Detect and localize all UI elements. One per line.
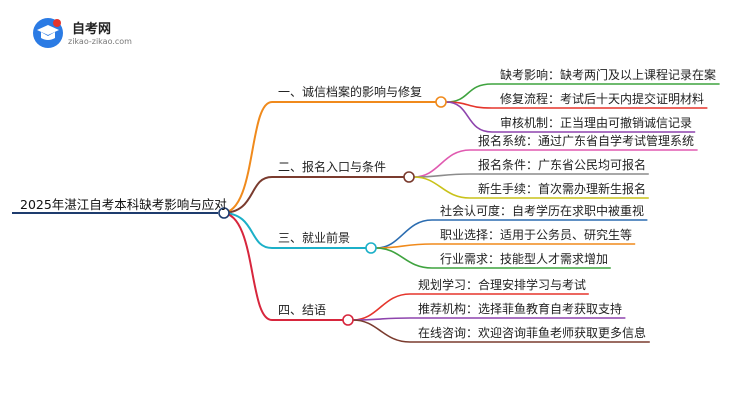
branch-connector-4 bbox=[221, 212, 273, 321]
graduation-cap-icon bbox=[33, 18, 63, 48]
branch-connector-3 bbox=[221, 212, 273, 249]
branch-connector-2 bbox=[221, 176, 273, 214]
leaf-connector-2-3 bbox=[413, 176, 471, 199]
logo-url: zikao-zikao.com bbox=[68, 37, 132, 46]
branch-toggle-2[interactable] bbox=[403, 171, 415, 183]
branch-label-2: 二、报名入口与条件 bbox=[278, 160, 387, 174]
leaf-connector-3-3 bbox=[375, 247, 433, 269]
leaf-node-4-1: 规划学习：合理安排学习与考试 bbox=[418, 278, 587, 292]
branch-toggle-4[interactable] bbox=[342, 314, 354, 326]
root-node: 2025年湛江自考本科缺考影响与应对 bbox=[20, 197, 227, 212]
leaf-connector-1-3 bbox=[445, 101, 493, 133]
logo-title: 自考网 bbox=[72, 22, 112, 37]
branch-label-1: 一、诚信档案的影响与修复 bbox=[278, 85, 423, 99]
site-logo: 自考网 zikao-zikao.com bbox=[30, 15, 140, 55]
leaf-node-3-3: 行业需求：技能型人才需求增加 bbox=[440, 252, 609, 266]
leaf-node-3-2: 职业选择：适用于公务员、研究生等 bbox=[440, 228, 633, 242]
leaf-node-1-1: 缺考影响：缺考两门及以上课程记录在案 bbox=[500, 68, 717, 82]
leaf-connector-4-3 bbox=[352, 319, 411, 343]
branch-toggle-3[interactable] bbox=[365, 242, 377, 254]
leaf-node-2-1: 报名系统：通过广东省自学考试管理系统 bbox=[478, 134, 695, 148]
branch-connector-1 bbox=[221, 101, 273, 214]
leaf-node-1-3: 审核机制：正当理由可撤销诚信记录 bbox=[500, 116, 693, 130]
leaf-node-3-1: 社会认可度：自考学历在求职中被重视 bbox=[440, 204, 645, 218]
leaf-node-4-2: 推荐机构：选择菲鱼教育自考获取支持 bbox=[418, 302, 623, 316]
branch-label-3: 三、就业前景 bbox=[278, 231, 351, 245]
branch-toggle-1[interactable] bbox=[435, 96, 447, 108]
leaf-connector-1-1 bbox=[445, 83, 493, 103]
leaf-connector-4-1 bbox=[352, 293, 411, 321]
branch-label-4: 四、结语 bbox=[278, 303, 327, 317]
leaf-connector-2-1 bbox=[413, 149, 471, 178]
root-toggle[interactable] bbox=[218, 207, 230, 219]
leaf-node-4-3: 在线咨询：欢迎咨询菲鱼老师获取更多信息 bbox=[418, 326, 647, 340]
leaf-node-1-2: 修复流程：考试后十天内提交证明材料 bbox=[500, 92, 705, 106]
leaf-node-2-3: 新生手续：首次需办理新生报名 bbox=[478, 182, 647, 196]
leaf-node-2-2: 报名条件：广东省公民均可报名 bbox=[478, 158, 647, 172]
